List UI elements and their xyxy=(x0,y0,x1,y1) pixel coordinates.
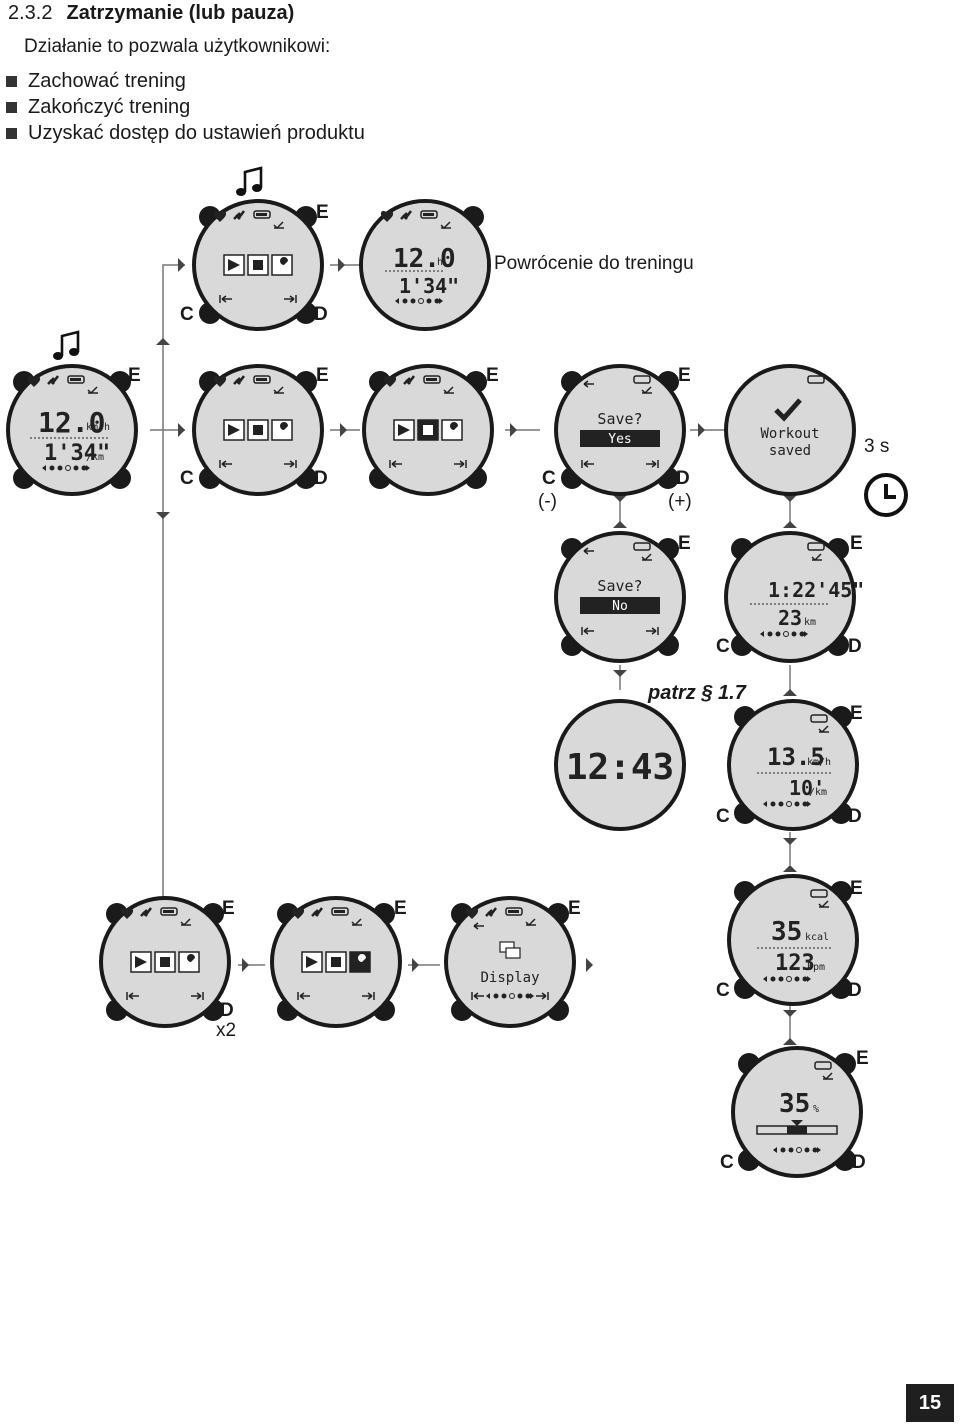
section-heading: 2.3.2 Zatrzymanie (lub pauza) xyxy=(8,2,294,25)
bullet-list: Zachować trening Zakończyć trening Uzysk… xyxy=(6,68,365,146)
button-d-label: D xyxy=(314,304,328,325)
avg-speed-unit: km/h xyxy=(807,757,831,768)
watch-summary-time-screen: 1:22'45" 23 km xyxy=(726,533,864,661)
percent-unit: % xyxy=(813,1104,819,1115)
avg-pace-unit: /km xyxy=(809,787,827,798)
watch-clock-screen: 12:43 xyxy=(554,699,686,831)
button-e-label: E xyxy=(316,365,329,386)
button-d-label: D xyxy=(220,1000,234,1021)
button-e-label: E xyxy=(850,533,863,554)
button-c-label: C xyxy=(716,806,730,827)
section-title: Zatrzymanie (lub pauza) xyxy=(66,2,295,24)
speed-unit: h xyxy=(437,257,443,268)
bullet-item: Zachować trening xyxy=(6,68,365,94)
display-label: Display xyxy=(480,970,539,986)
plus-label: (+) xyxy=(668,491,692,512)
watch-pause-menu-stop xyxy=(364,366,492,494)
button-e-label: E xyxy=(486,365,499,386)
avg-speed-value: 13.5 xyxy=(767,743,825,771)
watch-training-screen-top: 12.0 h 1'34" xyxy=(359,199,491,331)
save-prompt: Save? xyxy=(597,577,642,595)
section-number: 2.3.2 xyxy=(8,2,53,24)
clock-icon xyxy=(864,473,908,517)
heart-rate-unit: bpm xyxy=(807,962,825,973)
percent-value: 35 xyxy=(779,1089,810,1119)
checkmark-icon xyxy=(774,398,802,422)
button-c-label: C xyxy=(180,304,194,325)
summary-time: 1:22'45" xyxy=(768,578,864,602)
watch-display-settings-screen: Display xyxy=(446,898,574,1026)
watch-pause-menu-settings-2 xyxy=(272,898,400,1026)
intro-text: Działanie to pozwala użytkownikowi: xyxy=(24,36,331,57)
button-c-label: C xyxy=(542,468,556,489)
watch-pause-menu-settings-1 xyxy=(101,898,229,1026)
button-d-label: D xyxy=(848,636,862,657)
button-c-label: C xyxy=(720,1152,734,1173)
pace-value: 1'34" xyxy=(399,274,459,298)
button-d-label: D xyxy=(676,468,690,489)
button-d-label: D xyxy=(848,806,862,827)
save-yes-option: Yes xyxy=(608,432,631,447)
bullet-item: Uzyskać dostęp do ustawień produktu xyxy=(6,120,365,146)
button-e-label: E xyxy=(568,898,581,919)
watch-pause-menu-play xyxy=(194,366,322,494)
button-e-label: E xyxy=(678,533,691,554)
bullet-item: Zakończyć trening xyxy=(6,94,365,120)
minus-label: (-) xyxy=(538,491,557,512)
times-two-label: x2 xyxy=(216,1020,237,1041)
button-e-label: E xyxy=(128,365,141,386)
button-d-label: D xyxy=(848,980,862,1001)
pace-unit: /km xyxy=(86,452,104,463)
button-c-label: C xyxy=(180,468,194,489)
return-to-training-label: Powrócenie do treningu xyxy=(494,253,694,274)
pace-value: 1'34" xyxy=(44,441,110,466)
workout-saved-line1: Workout xyxy=(760,426,819,442)
workout-saved-line2: saved xyxy=(769,443,811,459)
calories-unit: kcal xyxy=(805,932,829,943)
watch-summary-percent-screen: 35 % xyxy=(733,1048,861,1176)
summary-distance: 23 xyxy=(778,606,802,630)
timer-label: 3 s xyxy=(864,436,890,457)
watch-pause-menu-top xyxy=(194,201,322,329)
clock-time: 12:43 xyxy=(566,747,674,788)
see-reference-label: patrz § 1.7 xyxy=(648,682,746,704)
watch-save-no-screen: Save? No xyxy=(556,533,684,661)
watch-save-yes-screen: Save? Yes xyxy=(556,366,684,494)
button-c-label: C xyxy=(716,980,730,1001)
button-e-label: E xyxy=(316,202,329,223)
music-note-icon xyxy=(51,330,81,362)
button-d-label: D xyxy=(852,1152,866,1173)
speed-value: 12.0 xyxy=(38,406,105,439)
avg-pace-value: 10' xyxy=(789,776,825,800)
button-c-label: C xyxy=(716,636,730,657)
page-number: 15 xyxy=(906,1384,954,1422)
button-e-label: E xyxy=(850,878,863,899)
watch-training-screen: 12.0 km/h 1'34" /km xyxy=(8,366,136,494)
save-no-option: No xyxy=(612,599,628,614)
calories-value: 35 xyxy=(771,917,802,947)
heart-rate-value: 123 xyxy=(775,951,815,976)
speed-unit: km/h xyxy=(86,422,110,433)
speed-value: 12.0 xyxy=(393,244,456,274)
button-e-label: E xyxy=(856,1048,869,1069)
watch-workout-saved-screen: Workout saved xyxy=(724,364,856,496)
save-prompt: Save? xyxy=(597,410,642,428)
watch-summary-speed-screen: 13.5 km/h 10' /km xyxy=(729,701,857,829)
button-e-label: E xyxy=(222,898,235,919)
watch-summary-calories-screen: 35 kcal 123 bpm xyxy=(729,876,857,1004)
button-d-label: D xyxy=(314,468,328,489)
music-note-icon xyxy=(234,166,264,198)
button-e-label: E xyxy=(850,703,863,724)
button-e-label: E xyxy=(394,898,407,919)
button-e-label: E xyxy=(678,365,691,386)
summary-distance-unit: km xyxy=(804,617,816,628)
